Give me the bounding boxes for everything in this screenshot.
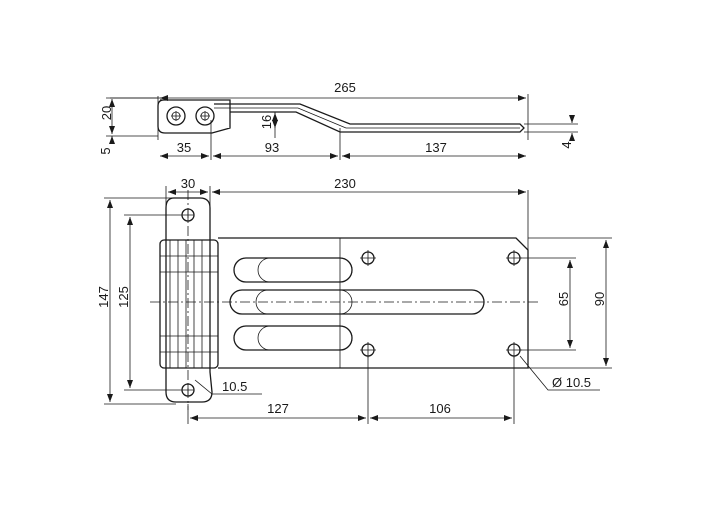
dim-offset-height: 16 [259,115,274,129]
dim-pin-pitch: 125 [116,286,131,308]
dim-leaf-height: 147 [96,286,111,308]
side-view-dimensions: 265 20 5 16 4 35 93 137 [98,80,578,160]
dim-leaf-hole: 10.5 [222,379,247,394]
top-view-dimensions: 30 230 147 125 10.5 127 106 65 90 Ø 10.5 [96,176,612,424]
dim-strap-height: 90 [592,292,607,306]
dim-height: 20 [99,106,114,120]
dim-thickness: 4 [559,141,574,148]
dim-base-offset: 5 [98,147,113,154]
dim-hole-pitch-inner: 65 [556,292,571,306]
dim-seg-mid: 93 [265,140,279,155]
dim-seg-end: 137 [425,140,447,155]
dim-seg-knuckle: 35 [177,140,191,155]
side-view [157,99,525,138]
dim-leaf-width: 30 [181,176,195,191]
dim-hole-pitch-x1: 127 [267,401,289,416]
dim-overall-length: 265 [334,80,356,95]
dim-strap-length: 230 [334,176,356,191]
dim-hole-pitch-x2: 106 [429,401,451,416]
top-view [150,190,540,410]
dim-hole-diameter: Ø 10.5 [552,375,591,390]
